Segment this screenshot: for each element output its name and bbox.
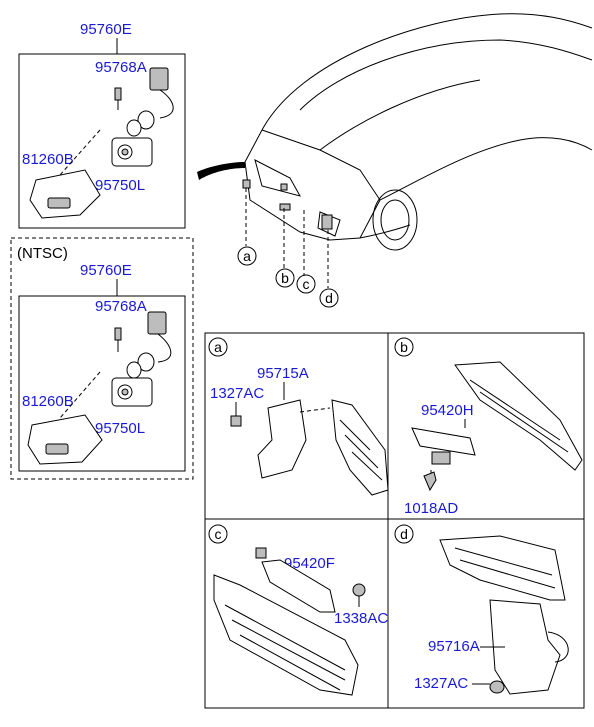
- label-1338AC: 1338AC: [334, 610, 388, 627]
- connector-part: [126, 67, 174, 137]
- panel-d-content: d 95716A 1327AC: [394, 524, 569, 695]
- sensor-part: [411, 427, 476, 456]
- ntsc-title: (NTSC): [17, 245, 68, 262]
- header-95760E: 95760E: [80, 21, 132, 38]
- bracket-part: [29, 169, 101, 219]
- bumper-section: [331, 399, 389, 496]
- callout-a: a: [237, 246, 257, 266]
- label-95715A: 95715A: [257, 365, 309, 382]
- svg-text:d: d: [325, 290, 333, 306]
- screw-part: [114, 327, 122, 352]
- label-95768A: 95768A: [95, 59, 147, 76]
- callout-b: b: [275, 268, 295, 288]
- camera-part: [111, 377, 153, 407]
- block-frame: [18, 53, 186, 229]
- header-95760E-ntsc: 95760E: [80, 262, 132, 279]
- label-95750L: 95750L: [95, 177, 145, 194]
- bolt-part: [423, 471, 437, 492]
- beam-part: [454, 361, 583, 471]
- label-95750L-ntsc: 95750L: [95, 420, 145, 437]
- label-95420H: 95420H: [421, 402, 474, 419]
- label-95716A: 95716A: [428, 638, 480, 655]
- label-1018AD: 1018AD: [404, 500, 458, 517]
- car-rear-view: a b c d: [197, 13, 593, 308]
- block-top-left: 95760E 95768A 81260B 95750L: [18, 21, 186, 229]
- panel-b-content: b 95420H 1018AD: [394, 337, 583, 517]
- connector-part: [431, 451, 451, 465]
- svg-text:c: c: [303, 276, 310, 292]
- bracket-part: [257, 399, 307, 479]
- label-95420F: 95420F: [284, 555, 335, 572]
- callout-d: d: [319, 288, 339, 308]
- nut-part: [352, 583, 366, 597]
- bracket-part: [27, 414, 103, 465]
- bumper-section: [439, 535, 566, 601]
- panel-a-content: a 95715A 1327AC: [208, 337, 389, 496]
- nut-part: [489, 680, 505, 694]
- label-1327AC-d: 1327AC: [414, 675, 468, 692]
- panel-a-letter: a: [214, 339, 222, 355]
- label-81260B: 81260B: [22, 151, 74, 168]
- sensor-part: [261, 559, 336, 613]
- screw-part: [114, 87, 122, 110]
- panel-d-letter: d: [400, 526, 408, 542]
- svg-text:a: a: [243, 248, 251, 264]
- pointer-arrow: [197, 162, 245, 180]
- panel-c-content: c 95420F 1338AC: [208, 524, 388, 696]
- label-81260B-ntsc: 81260B: [22, 393, 74, 410]
- nut-part: [230, 415, 242, 427]
- svg-text:b: b: [281, 270, 289, 286]
- panel-part: [213, 574, 359, 696]
- block-ntsc: (NTSC) 95760E 95768A 81260B 95750L: [10, 237, 194, 480]
- panel-c-letter: c: [215, 526, 222, 542]
- panel-b-letter: b: [400, 339, 408, 355]
- ntsc-frame: [10, 237, 194, 480]
- block-frame-ntsc: [18, 295, 186, 472]
- camera-part: [111, 137, 153, 167]
- panel-d: [387, 518, 585, 709]
- label-95768A-ntsc: 95768A: [95, 298, 147, 315]
- connector-part: [255, 547, 267, 559]
- label-1327AC-a: 1327AC: [210, 385, 264, 402]
- bracket-part: [489, 599, 561, 695]
- callout-c: c: [296, 274, 316, 294]
- connector-part: [126, 311, 172, 379]
